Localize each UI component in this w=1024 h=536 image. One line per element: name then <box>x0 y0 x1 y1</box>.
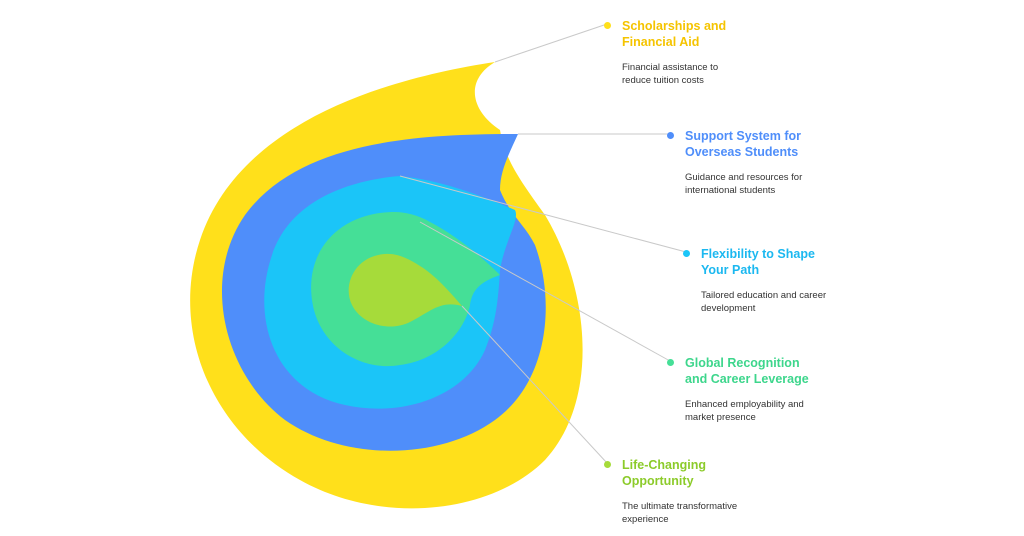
item-desc-line: Guidance and resources for <box>685 172 803 183</box>
bullet-dot <box>604 461 611 468</box>
item-life-changing: Life-Changing Opportunity The ultimate t… <box>604 457 852 526</box>
item-desc-line: experience <box>622 513 669 525</box>
item-desc-line: The ultimate transformative <box>622 501 738 512</box>
item-title: Scholarships and Financial Aid <box>622 18 852 50</box>
item-global-recognition: Global Recognition and Career Leverage E… <box>667 355 915 424</box>
bullet-dot <box>667 132 674 139</box>
item-description: Guidance and resources for international… <box>685 172 915 197</box>
layer-life-changing <box>348 253 462 327</box>
item-title-line: Scholarships and <box>622 19 727 33</box>
item-flexibility: Flexibility to Shape Your Path Tailored … <box>683 246 931 315</box>
item-description: The ultimate transformative experience <box>622 501 852 526</box>
item-title-line: and Career Leverage <box>685 372 809 386</box>
item-desc-line: market presence <box>685 411 756 423</box>
item-description: Tailored education and career developmen… <box>701 290 931 315</box>
item-desc-line: development <box>701 302 756 314</box>
item-title: Life-Changing Opportunity <box>622 457 852 489</box>
item-desc-line: Financial assistance to <box>622 62 719 73</box>
item-desc-line: Enhanced employability and <box>685 399 804 410</box>
bullet-dot <box>667 359 674 366</box>
item-title-line: Financial Aid <box>622 35 700 49</box>
item-title: Flexibility to Shape Your Path <box>701 246 931 278</box>
item-support-system: Support System for Overseas Students Gui… <box>667 128 915 197</box>
item-desc-line: Tailored education and career <box>701 290 827 301</box>
item-title-line: Opportunity <box>622 474 694 488</box>
item-description: Enhanced employability and market presen… <box>685 399 915 424</box>
bullet-dot <box>683 250 690 257</box>
item-title: Global Recognition and Career Leverage <box>685 355 915 387</box>
bullet-dot <box>604 22 611 29</box>
item-title-line: Support System for <box>685 129 801 143</box>
item-description: Financial assistance to reduce tuition c… <box>622 62 852 87</box>
item-desc-line: reduce tuition costs <box>622 74 704 86</box>
connector-line-3 <box>419 221 671 362</box>
connector-line-4 <box>461 305 608 464</box>
item-desc-line: international students <box>685 184 776 196</box>
item-scholarships: Scholarships and Financial Aid Financial… <box>604 18 852 87</box>
item-title-line: Global Recognition <box>685 356 800 370</box>
connector-line-0 <box>494 23 608 63</box>
item-title-line: Overseas Students <box>685 145 799 159</box>
item-title-line: Your Path <box>701 263 760 277</box>
item-title: Support System for Overseas Students <box>685 128 915 160</box>
item-title-line: Flexibility to Shape <box>701 247 815 261</box>
item-title-line: Life-Changing <box>622 458 707 472</box>
connector-line-2 <box>399 175 687 253</box>
